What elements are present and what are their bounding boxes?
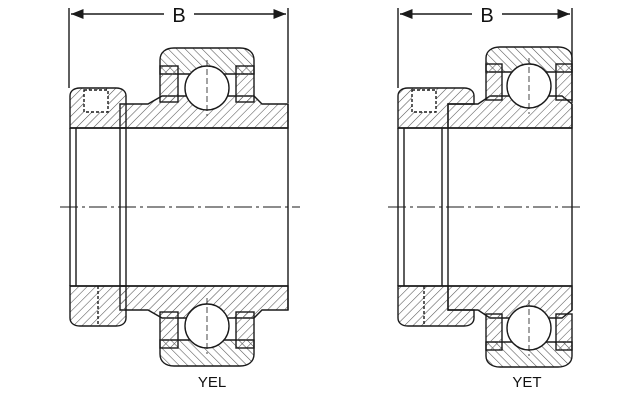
yel-seal-top-right bbox=[235, 65, 255, 103]
yel-caption: YEL bbox=[198, 374, 226, 391]
yel-dimension-label: B bbox=[172, 5, 185, 27]
yet-collar-bottom bbox=[397, 285, 475, 327]
yet-dimension-label: B bbox=[480, 5, 493, 27]
yel-seal-top-left bbox=[159, 65, 179, 103]
yel-setscrew-top bbox=[83, 89, 109, 113]
yet-caption: YET bbox=[512, 374, 541, 391]
yet-setscrew-top bbox=[411, 89, 437, 113]
yel-drawing bbox=[60, 4, 300, 367]
yet-drawing bbox=[388, 4, 582, 368]
